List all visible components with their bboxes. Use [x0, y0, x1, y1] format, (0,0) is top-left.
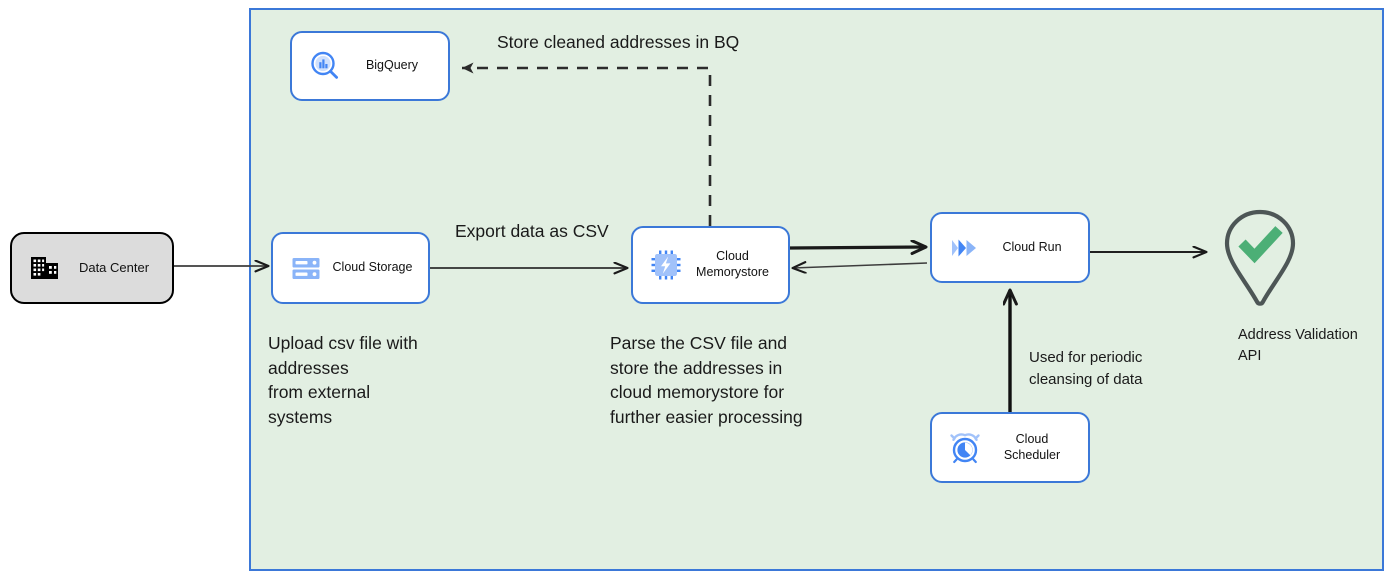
node-label-cloud-run: Cloud Run [1002, 239, 1062, 254]
annotation-scheduler-note: Used for periodic cleansing of data [1029, 349, 1143, 388]
building-icon [28, 251, 62, 285]
gcp-boundary-panel [249, 8, 1384, 571]
node-address-validation-api[interactable] [1219, 208, 1301, 308]
node-cloud-memorystore[interactable]: Cloud Memorystore [631, 226, 790, 304]
bigquery-icon [308, 49, 342, 83]
map-pin-check-icon [1224, 209, 1296, 306]
cloud-storage-icon [289, 251, 323, 285]
node-cloud-scheduler[interactable]: Cloud Scheduler [930, 412, 1090, 483]
edge-label-store-in-bq: Store cleaned addresses in BQ [497, 32, 740, 52]
edge-label-export-csv: Export data as CSV [455, 221, 609, 241]
node-label-bigquery: BigQuery [365, 58, 419, 73]
node-label-cloud-memorystore: Cloud Memorystore [696, 249, 769, 279]
annotation-upload-note: Upload csv file with addresses from exte… [268, 333, 418, 427]
node-bigquery[interactable]: BigQuery [290, 31, 450, 101]
annotation-parse-note: Parse the CSV file and store the address… [610, 333, 803, 427]
node-cloud-run[interactable]: Cloud Run [930, 212, 1090, 283]
cloud-memorystore-icon [649, 248, 683, 282]
node-cloud-storage[interactable]: Cloud Storage [271, 232, 430, 304]
cloud-run-icon [948, 231, 982, 265]
node-label-cloud-storage: Cloud Storage [332, 260, 413, 275]
cloud-scheduler-icon [948, 431, 982, 465]
node-data-center[interactable]: Data Center [10, 232, 174, 304]
node-label-address-validation-api: Address Validation API [1238, 327, 1358, 364]
node-label-cloud-scheduler: Cloud Scheduler [1003, 431, 1061, 462]
node-label-data-center: Data Center [78, 259, 150, 275]
